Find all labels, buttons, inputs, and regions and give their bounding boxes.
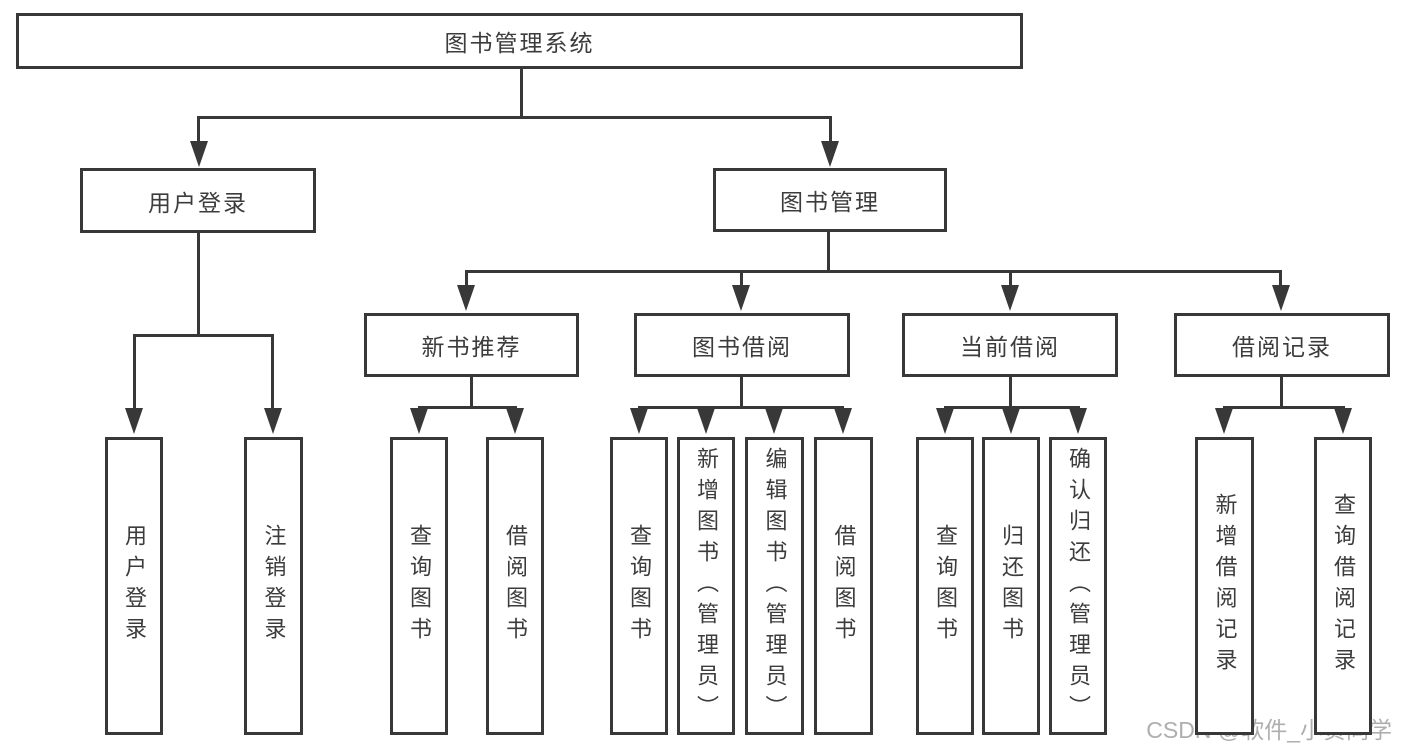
node-label: 查询图书 xyxy=(933,524,958,648)
node-leaf-bb-add: 新增图书（管理员） xyxy=(677,437,735,735)
arrowhead-down-icon xyxy=(765,408,783,434)
arrowhead-down-icon xyxy=(264,408,282,434)
node-leaf-user-login: 用户登录 xyxy=(105,437,163,735)
arrowhead-down-icon xyxy=(1272,285,1290,311)
arrowhead-down-icon xyxy=(834,408,852,434)
node-leaf-cb-return: 归还图书 xyxy=(982,437,1040,735)
node-label: 图书管理系统 xyxy=(444,30,595,56)
node-label: 借阅图书 xyxy=(503,524,528,648)
node-label: 新增图书（管理员） xyxy=(694,446,719,726)
connector-line xyxy=(418,406,517,409)
connector-line xyxy=(1223,406,1345,409)
node-label: 图书管理 xyxy=(780,189,880,215)
connector-line xyxy=(740,377,743,408)
connector-line xyxy=(271,335,274,411)
node-leaf-logout: 注销登录 xyxy=(244,437,303,735)
node-label: 查询图书 xyxy=(407,524,432,648)
connector-line xyxy=(1009,377,1012,408)
node-label: 借阅记录 xyxy=(1232,334,1332,360)
node-label: 编辑图书（管理员） xyxy=(762,446,788,726)
connector-line xyxy=(520,69,523,118)
arrowhead-down-icon xyxy=(1002,408,1020,434)
node-book-borrow: 图书借阅 xyxy=(634,313,850,377)
arrowhead-down-icon xyxy=(630,408,648,434)
node-label: 图书借阅 xyxy=(692,334,792,360)
arrowhead-down-icon xyxy=(410,408,428,434)
connector-line xyxy=(638,406,844,409)
node-current-borrow: 当前借阅 xyxy=(902,313,1118,377)
node-label: 新书推荐 xyxy=(421,334,522,360)
connector-line xyxy=(197,116,832,119)
node-root: 图书管理系统 xyxy=(16,13,1023,69)
arrowhead-down-icon xyxy=(506,408,524,434)
node-leaf-cb-confirm: 确认归还（管理员） xyxy=(1049,437,1107,735)
arrowhead-down-icon xyxy=(1001,285,1019,311)
arrowhead-down-icon xyxy=(190,141,208,167)
arrowhead-down-icon xyxy=(1215,408,1233,434)
node-leaf-cb-query: 查询图书 xyxy=(916,437,974,735)
arrowhead-down-icon xyxy=(1069,408,1087,434)
connector-line xyxy=(133,334,274,337)
node-leaf-bb-edit: 编辑图书（管理员） xyxy=(745,437,804,735)
arrowhead-down-icon xyxy=(821,141,839,167)
node-leaf-br-query: 查询借阅记录 xyxy=(1314,437,1372,735)
connector-line xyxy=(1279,272,1282,288)
node-label: 借阅图书 xyxy=(831,524,857,648)
arrowhead-down-icon xyxy=(697,408,715,434)
node-leaf-bb-query: 查询图书 xyxy=(610,437,668,735)
node-label: 用户登录 xyxy=(148,189,248,216)
node-label: 确认归还（管理员） xyxy=(1066,446,1091,726)
connector-line xyxy=(1280,377,1283,408)
connector-line xyxy=(465,270,1282,273)
connector-line xyxy=(133,335,136,411)
node-leaf-nb-borrow: 借阅图书 xyxy=(486,437,544,735)
connector-line xyxy=(827,232,830,273)
node-label: 查询借阅记录 xyxy=(1331,493,1356,679)
node-label: 归还图书 xyxy=(999,524,1024,648)
arrowhead-down-icon xyxy=(936,408,954,434)
connector-line xyxy=(829,117,832,149)
arrowhead-down-icon xyxy=(1334,408,1352,434)
node-book-mgmt: 图书管理 xyxy=(713,168,947,232)
connector-line xyxy=(740,272,743,288)
arrowhead-down-icon xyxy=(457,285,475,311)
node-borrow-records: 借阅记录 xyxy=(1174,313,1390,377)
node-new-book-rec: 新书推荐 xyxy=(364,313,579,377)
node-leaf-bb-borrow: 借阅图书 xyxy=(814,437,873,735)
connector-line xyxy=(470,377,473,408)
arrowhead-down-icon xyxy=(125,408,143,434)
node-label: 当前借阅 xyxy=(960,334,1060,360)
node-user-login: 用户登录 xyxy=(80,168,316,233)
node-label: 注销登录 xyxy=(261,524,287,648)
node-leaf-nb-query: 查询图书 xyxy=(390,437,448,735)
connector-line xyxy=(197,117,200,149)
connector-line xyxy=(944,406,1080,409)
connector-line xyxy=(1009,272,1012,288)
connector-line xyxy=(197,233,200,336)
node-label: 查询图书 xyxy=(627,524,652,648)
arrowhead-down-icon xyxy=(732,285,750,311)
node-label: 新增借阅记录 xyxy=(1212,493,1238,679)
node-leaf-br-add: 新增借阅记录 xyxy=(1195,437,1254,735)
node-label: 用户登录 xyxy=(122,524,147,648)
connector-line xyxy=(465,272,468,288)
